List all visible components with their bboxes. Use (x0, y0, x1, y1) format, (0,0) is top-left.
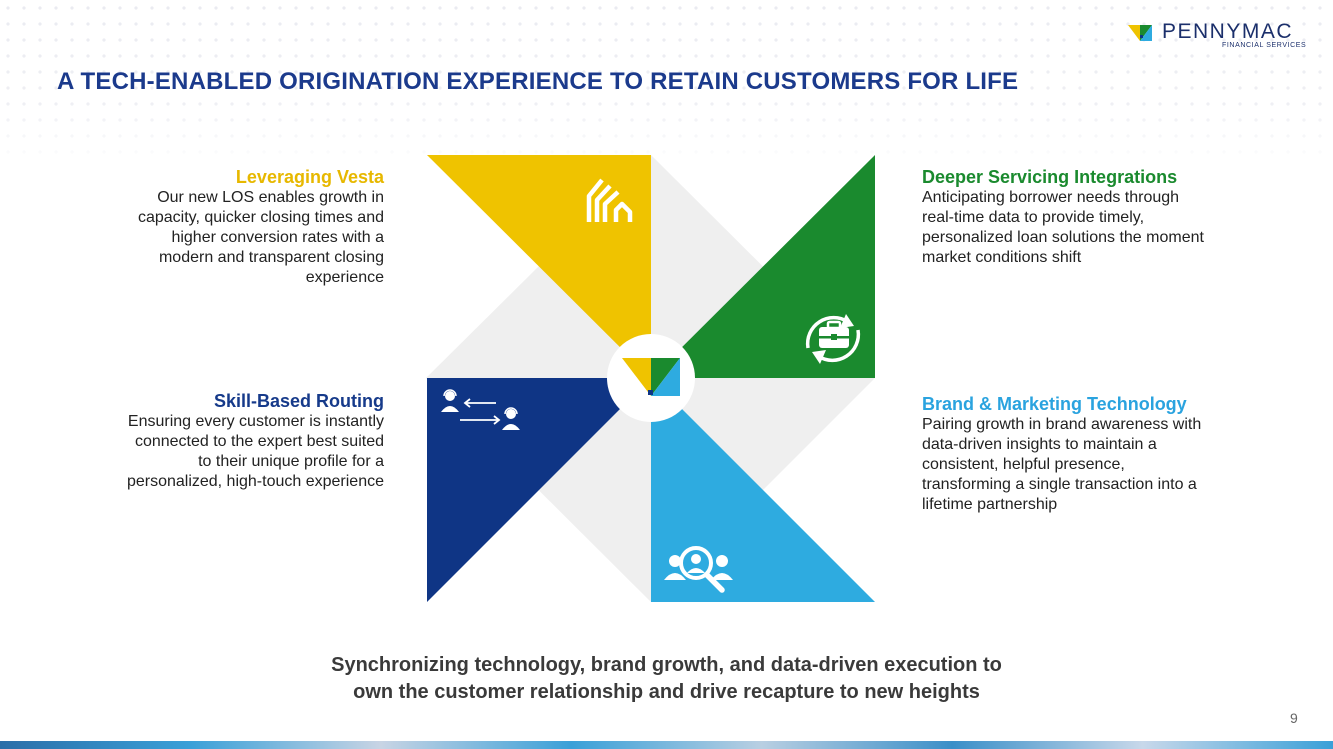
block-text-line: real-time data to provide timely, (922, 209, 1145, 226)
dotted-background-fade (0, 0, 1333, 170)
block-text-line: data-driven insights to maintain a (922, 436, 1157, 453)
block-text-line: market conditions shift (922, 249, 1082, 266)
bottom-decorative-bar (0, 741, 1333, 749)
block-text-line: capacity, quicker closing times and (137, 209, 384, 226)
block-text-line: Anticipating borrower needs through (922, 189, 1180, 206)
block-title: Brand & Marketing Technology (922, 394, 1187, 414)
block-text-line: connected to the expert best suited (134, 433, 384, 450)
block-text-line: higher conversion rates with a (171, 229, 384, 246)
block-leveraging-vesta: Leveraging Vesta Our new LOS enables gro… (64, 166, 384, 288)
block-skill-based-routing: Skill-Based Routing Ensuring every custo… (64, 390, 384, 492)
block-title: Leveraging Vesta (235, 167, 384, 187)
block-text-line: personalized loan solutions the moment (922, 229, 1204, 246)
block-text-line: modern and transparent closing (158, 249, 384, 266)
tagline-line: Synchronizing technology, brand growth, … (331, 654, 1002, 676)
block-text-line: Pairing growth in brand awareness with (922, 416, 1202, 433)
logo-mark-icon (1128, 25, 1152, 41)
pennymac-logo: PENNYMAC FINANCIAL SERVICES (1128, 20, 1318, 52)
block-text-line: to their unique profile for a (198, 453, 384, 470)
pinwheel-blade-navy (427, 378, 651, 602)
block-text-line: lifetime partnership (922, 496, 1058, 513)
logo-wordmark: PENNYMAC (1162, 20, 1294, 43)
block-title: Deeper Servicing Integrations (922, 167, 1178, 187)
block-deeper-servicing: Deeper Servicing Integrations Anticipati… (922, 166, 1302, 268)
center-logo-icon (622, 358, 680, 396)
building-icon (586, 178, 633, 222)
page-title: A TECH-ENABLED ORIGINATION EXPERIENCE TO… (57, 68, 1019, 95)
block-text-line: consistent, helpful presence, (922, 456, 1125, 473)
block-text-line: personalized, high-touch experience (126, 473, 384, 490)
pinwheel-graphic (426, 155, 875, 602)
tagline-line: own the customer relationship and drive … (353, 681, 980, 703)
page-number: 9 (1290, 710, 1298, 726)
block-title: Skill-Based Routing (213, 391, 384, 411)
tagline: Synchronizing technology, brand growth, … (0, 652, 1333, 706)
block-text-line: Our new LOS enables growth in (157, 189, 384, 206)
briefcase-refresh-icon (805, 314, 861, 364)
block-text-line: Ensuring every customer is instantly (127, 413, 384, 430)
block-text-line: transforming a single transaction into a (922, 476, 1197, 493)
block-text-line: experience (305, 269, 384, 286)
agent-transfer-icon (441, 389, 520, 430)
pinwheel-blade-sky (651, 378, 875, 602)
block-brand-marketing: Brand & Marketing Technology Pairing gro… (922, 393, 1302, 515)
people-search-icon (664, 546, 733, 593)
logo-subtitle: FINANCIAL SERVICES (1222, 42, 1307, 49)
